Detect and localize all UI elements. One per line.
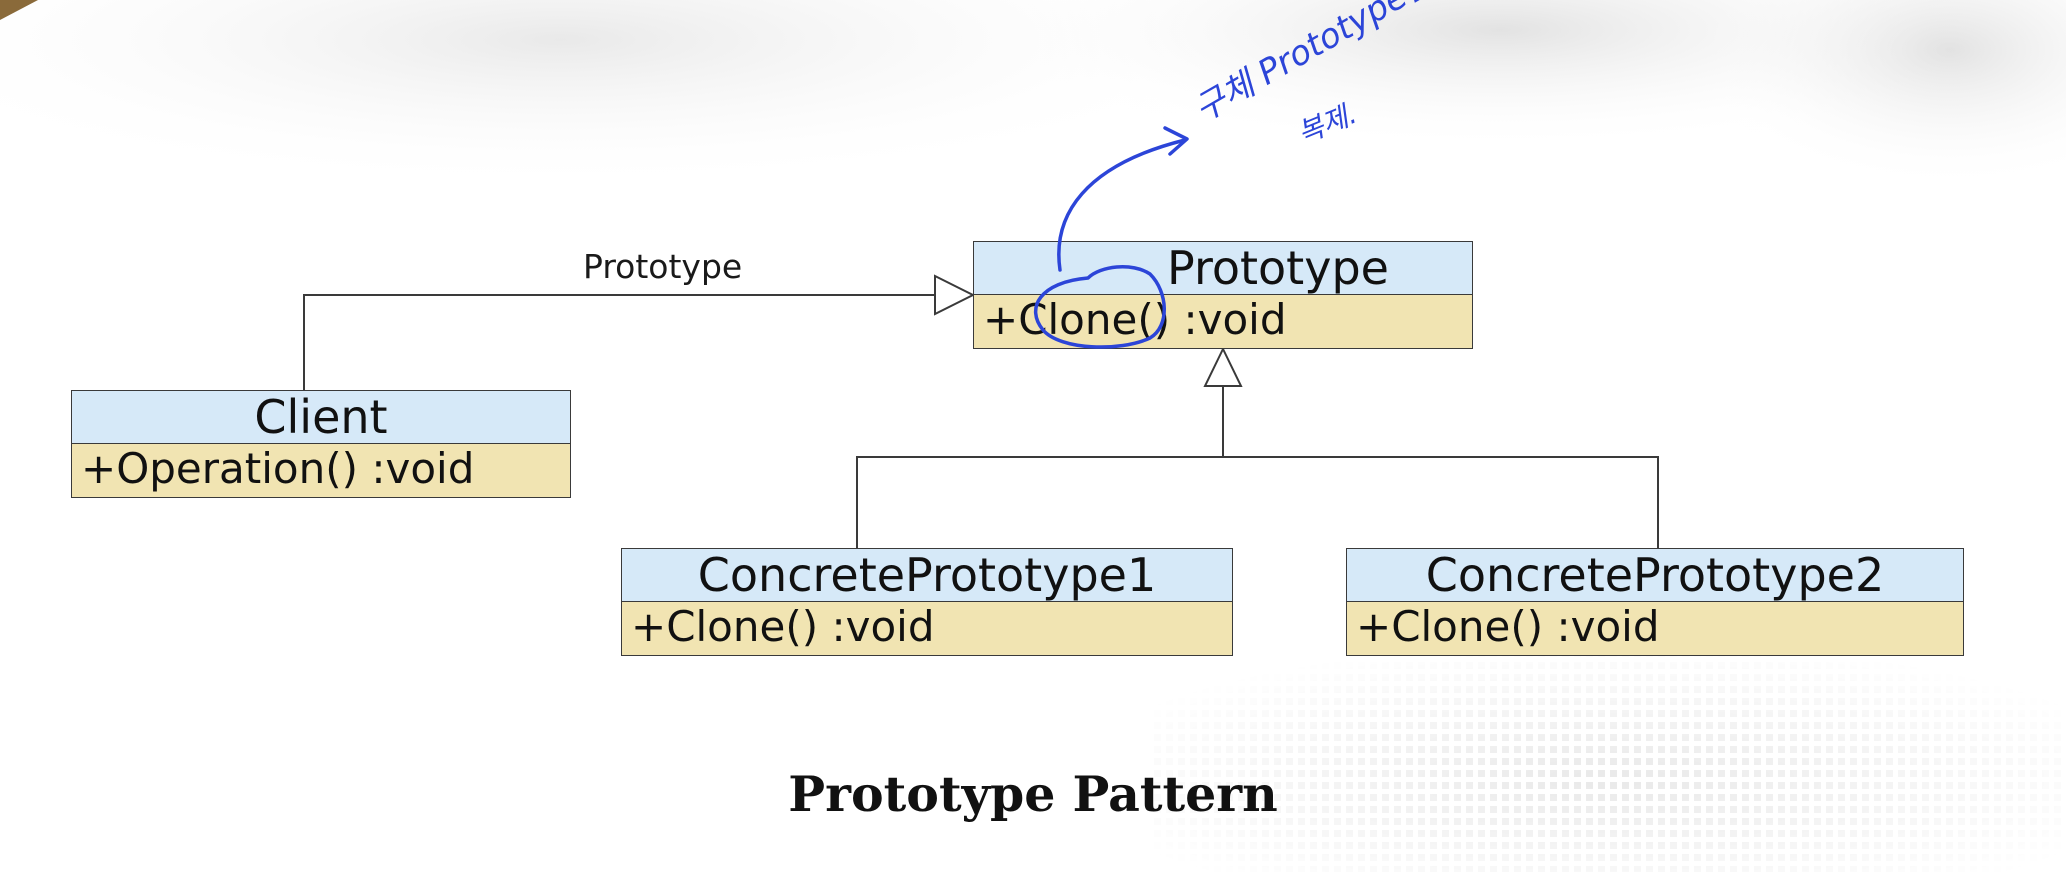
- class-client-name: Client: [72, 391, 570, 444]
- class-client[interactable]: Client +Operation() :void: [71, 390, 571, 498]
- class-concrete-prototype-1-name: ConcretePrototype1: [622, 549, 1232, 602]
- diagram-caption: Prototype Pattern: [788, 765, 1278, 823]
- inheritance-line-concrete1: [856, 456, 1223, 548]
- association-label: Prototype: [583, 247, 743, 286]
- class-prototype-operation: +Clone() :void: [983, 295, 1287, 344]
- inheritance-line-concrete2: [1223, 456, 1659, 548]
- class-concrete-prototype-1[interactable]: ConcretePrototype1 +Clone() :void: [621, 548, 1233, 656]
- inheritance-arrowhead: [1203, 346, 1243, 387]
- class-concrete-prototype-2-name: ConcretePrototype2: [1347, 549, 1963, 602]
- association-arrowhead: [934, 274, 976, 316]
- class-prototype[interactable]: Prototype +Clone() :void: [973, 241, 1473, 349]
- class-concrete-prototype-1-operation: +Clone() :void: [631, 602, 935, 651]
- association-line: [303, 294, 935, 391]
- class-client-operation: +Operation() :void: [81, 444, 475, 493]
- class-prototype-name: Prototype: [974, 242, 1472, 295]
- class-concrete-prototype-2-operation: +Clone() :void: [1356, 602, 1660, 651]
- class-concrete-prototype-2[interactable]: ConcretePrototype2 +Clone() :void: [1346, 548, 1964, 656]
